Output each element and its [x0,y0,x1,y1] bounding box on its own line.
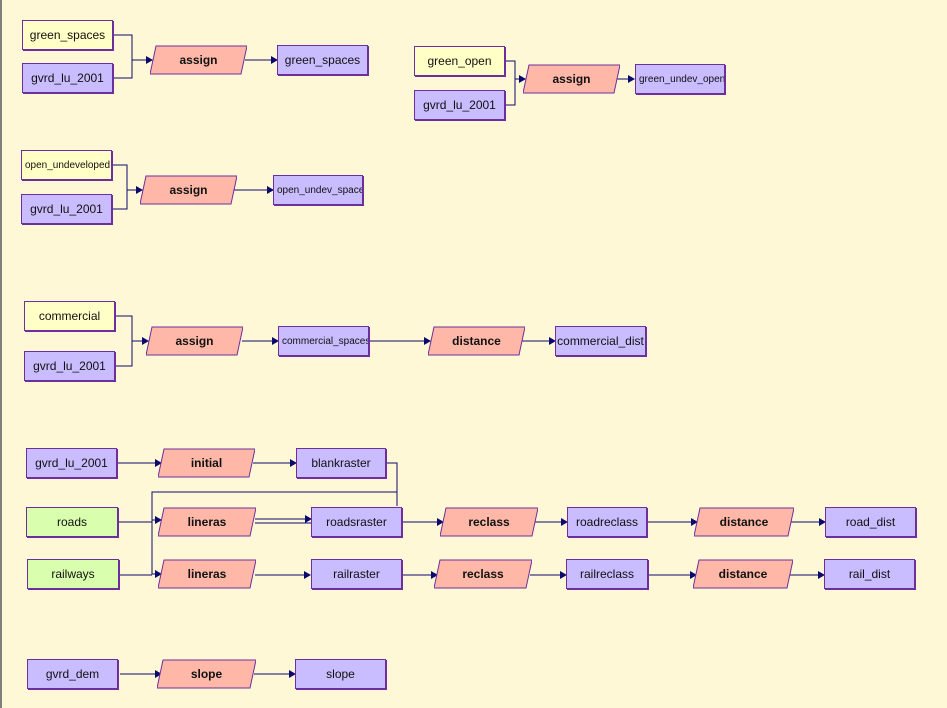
tool-reclass[interactable]: reclass [440,507,538,537]
input-green-spaces[interactable]: green_spaces [22,20,113,50]
input-green-open[interactable]: green_open [414,46,505,76]
data-railreclass[interactable]: railreclass [566,559,648,589]
tool-lineras[interactable]: lineras [158,507,256,537]
tool-label: assign [179,52,218,67]
tool-label: distance [718,566,768,581]
data-railraster[interactable]: railraster [311,559,402,589]
tool-parallelogram [693,559,793,589]
tool-distance[interactable]: distance [693,559,793,589]
tool-slope[interactable]: slope [157,659,256,689]
tool-parallelogram [146,326,243,356]
input-commercial[interactable]: commercial [24,301,115,331]
input-gvrd-lu-2001[interactable]: gvrd_lu_2001 [24,351,115,381]
tool-assign[interactable]: assign [523,64,620,94]
data-roadreclass[interactable]: roadreclass [567,507,647,537]
tool-label: slope [190,666,223,681]
output-green-spaces[interactable]: green_spaces [277,45,368,75]
tool-lineras[interactable]: lineras [158,559,256,589]
output-slope[interactable]: slope [295,659,386,689]
tool-parallelogram [694,507,794,537]
tool-distance[interactable]: distance [694,507,794,537]
connector [151,491,397,578]
tool-assign[interactable]: assign [140,175,237,205]
tool-label: reclass [462,566,504,581]
connector [386,462,398,506]
tool-label: lineras [187,566,227,581]
tool-parallelogram [150,45,247,75]
connector [112,164,143,194]
tool-parallelogram [158,559,256,589]
canvas-left-border [0,0,2,708]
output-rail-dist[interactable]: rail_dist [824,559,915,589]
connector [505,60,526,83]
tool-parallelogram [157,659,256,689]
input-roads[interactable]: roads [26,507,118,537]
tool-parallelogram [523,64,620,94]
tool-label: distance [719,514,769,529]
tool-label: assign [175,333,214,348]
output-road-dist[interactable]: road_dist [825,507,916,537]
tool-reclass[interactable]: reclass [434,559,532,589]
data-blankraster[interactable]: blankraster [296,448,386,478]
data-roadsraster[interactable]: roadsraster [311,507,402,537]
tool-initial[interactable]: initial [158,448,255,478]
tool-label: initial [190,455,223,470]
output-commercial-dist[interactable]: commercial_dist [555,326,646,356]
tool-parallelogram [158,448,255,478]
connector [505,79,516,106]
tool-assign[interactable]: assign [146,326,243,356]
connector [115,341,133,367]
data-commercial-spaces[interactable]: commercial_spaces [278,326,369,356]
connector [112,190,128,210]
input-open-undeveloped[interactable]: open_undeveloped [21,150,112,180]
input-gvrd-lu-2001[interactable]: gvrd_lu_2001 [22,63,113,93]
tool-parallelogram [428,326,525,356]
tool-distance[interactable]: distance [428,326,525,356]
connector [113,60,133,79]
tool-label: assign [552,71,591,86]
tool-parallelogram [158,507,256,537]
tool-assign[interactable]: assign [150,45,247,75]
output-green-undev-open[interactable]: green_undev_open_ [635,64,725,94]
input-gvrd-lu-2001[interactable]: gvrd_lu_2001 [26,448,117,478]
connector [113,34,153,64]
tool-label: assign [169,182,208,197]
tool-parallelogram [434,559,532,589]
input-gvrd-lu-2001[interactable]: gvrd_lu_2001 [21,194,112,224]
output-open-undev-spaces[interactable]: open_undev_spaces [273,175,363,205]
tool-label: distance [452,333,501,348]
input-gvrd-lu-2001[interactable]: gvrd_lu_2001 [414,90,505,120]
connector [115,315,149,345]
tool-label: reclass [468,514,510,529]
tool-label: lineras [187,514,227,529]
tool-parallelogram [140,175,237,205]
tool-parallelogram [440,507,538,537]
input-railways[interactable]: railways [27,559,119,589]
input-gvrd-dem[interactable]: gvrd_dem [27,659,118,689]
